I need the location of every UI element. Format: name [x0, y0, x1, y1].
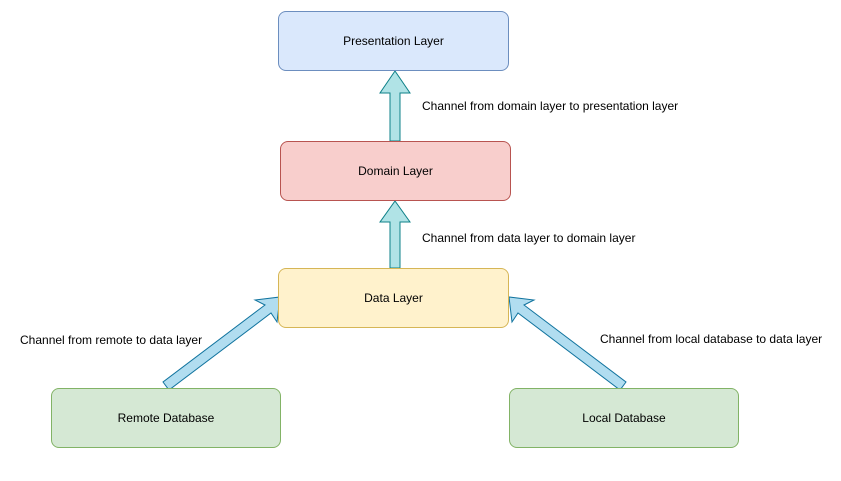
- edge-label-local-to-data: Channel from local database to data laye…: [600, 332, 823, 346]
- edge-label-domain-to-presentation: Channel from domain layer to presentatio…: [422, 99, 679, 113]
- domain-layer-box: Domain Layer: [280, 141, 511, 201]
- local-database-box: Local Database: [509, 388, 739, 448]
- edge-label-remote-to-data: Channel from remote to data layer: [20, 333, 203, 347]
- domain-layer-label: Domain Layer: [358, 164, 433, 178]
- data-layer-label: Data Layer: [364, 291, 423, 305]
- presentation-layer-box: Presentation Layer: [278, 11, 509, 71]
- local-database-label: Local Database: [582, 411, 666, 425]
- remote-database-label: Remote Database: [117, 411, 215, 425]
- remote-database-box: Remote Database: [51, 388, 281, 448]
- arrow-data-to-domain: [379, 200, 411, 269]
- arrow-domain-to-presentation: [379, 70, 411, 142]
- presentation-layer-label: Presentation Layer: [343, 34, 444, 48]
- edge-label-data-to-domain: Channel from data layer to domain layer: [422, 231, 636, 245]
- arrow-local-to-data: [508, 296, 627, 391]
- data-layer-box: Data Layer: [278, 268, 509, 328]
